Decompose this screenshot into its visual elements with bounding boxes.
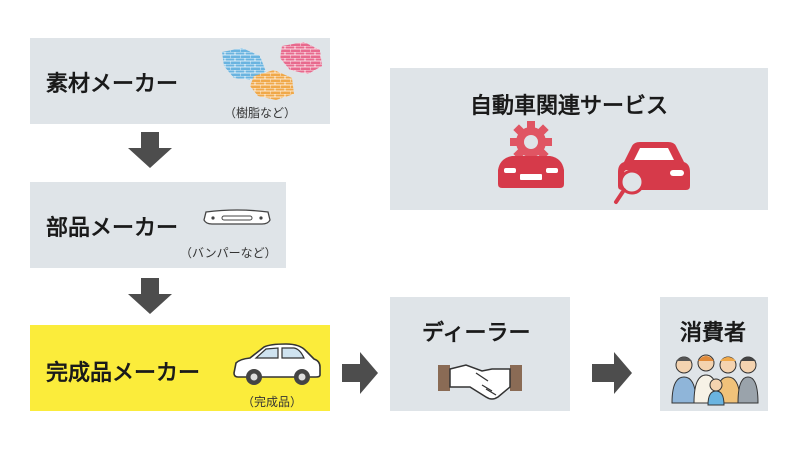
material-maker-note: （樹脂など） [224,106,297,120]
resin-blocks-icon [222,42,322,100]
parts-maker-title: 部品メーカー [46,216,179,241]
parts-maker-note: （バンパーなど） [180,246,277,260]
consumer-box: 消費者 [660,297,768,411]
finished-product-maker-note: （完成品） [242,395,303,409]
finished-product-maker-box: 完成品メーカー （完成品） [30,325,330,411]
finished-product-maker-title: 完成品メーカー [46,361,201,386]
arrow-right-icon [592,352,632,394]
material-maker-box: 素材メーカー （樹脂など） [30,38,330,124]
family-icon [671,354,759,406]
car-icon [233,343,321,385]
material-maker-title: 素材メーカー [46,72,179,97]
arrow-right-icon [342,352,378,394]
auto-services-title: 自動車関連サービス [470,94,669,119]
parts-maker-box: 部品メーカー （バンパーなど） [30,182,286,268]
auto-services-box: 自動車関連サービス [390,68,768,210]
dealer-title: ディーラー [422,321,531,346]
arrow-down-icon [128,278,172,314]
consumer-title: 消費者 [680,321,747,346]
gear-car-icon [498,121,564,188]
dealer-box: ディーラー [390,297,570,411]
bumper-icon [203,209,271,225]
arrow-down-icon [128,132,172,168]
handshake-icon [438,364,522,400]
car-inspection-icon [614,142,690,204]
